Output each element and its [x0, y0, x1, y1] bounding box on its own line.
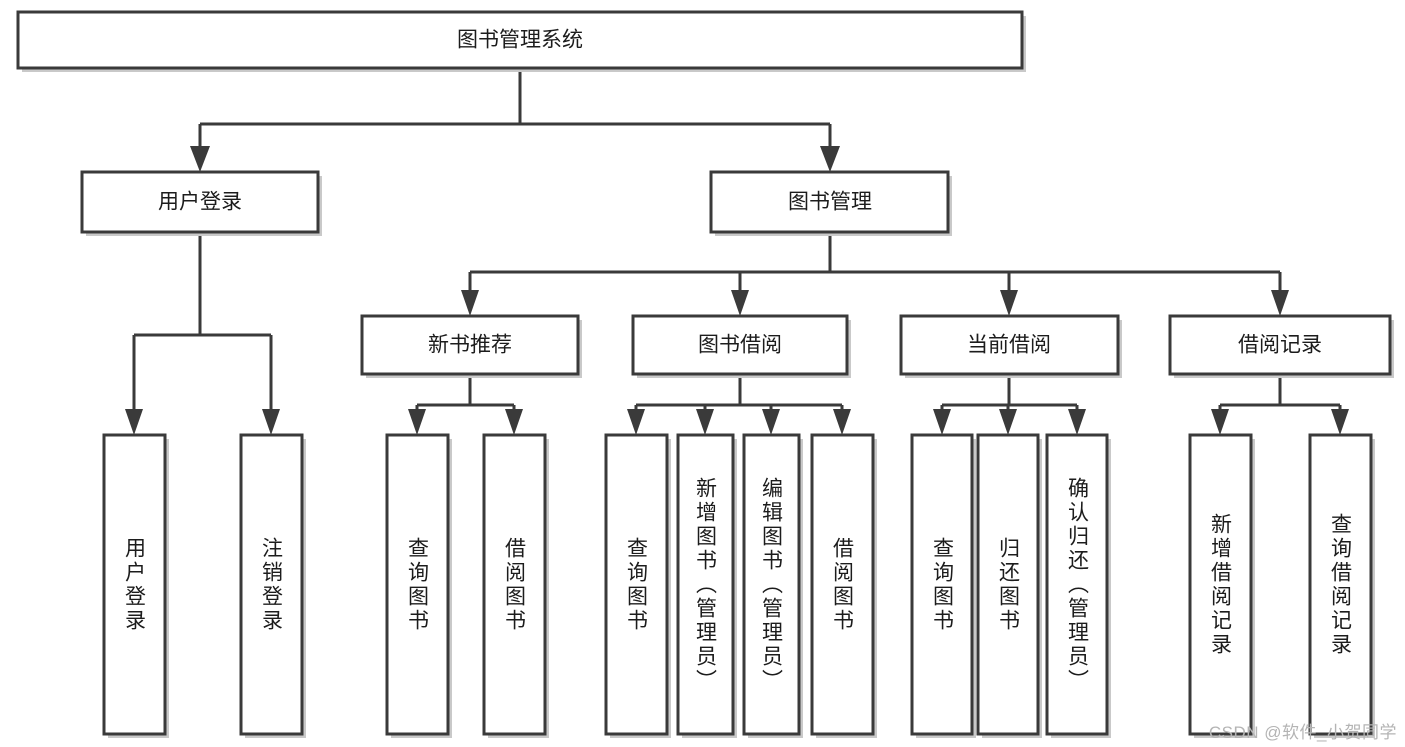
- node-book-borrow[interactable]: 图书借阅: [631, 314, 851, 378]
- node-book-management[interactable]: 图书管理: [709, 170, 952, 236]
- leaf-borrow-edit-book-admin-box[interactable]: [742, 433, 801, 736]
- leaf-record-add-record-label: 新增借阅记录: [1209, 513, 1233, 657]
- node-borrow-record-box[interactable]: [1168, 314, 1392, 376]
- leaf-current-return-book[interactable]: 归还图书: [976, 433, 1042, 738]
- node-root-label: 图书管理系统: [457, 29, 583, 52]
- leaf-borrow-lend-book-box[interactable]: [810, 433, 875, 736]
- arrow-head-borrow: [731, 290, 749, 316]
- node-root-box[interactable]: [16, 10, 1024, 70]
- arrow-head-record-add: [1211, 409, 1229, 435]
- arrow-head-current-confirm: [1068, 409, 1086, 435]
- node-root[interactable]: 图书管理系统: [16, 10, 1026, 72]
- leaf-record-add-record-box[interactable]: [1188, 433, 1253, 736]
- arrow-head-record: [1271, 290, 1289, 316]
- leaf-user-login-box[interactable]: [102, 433, 167, 736]
- csdn-watermark: CSDN @软件_小贺同学: [1208, 723, 1397, 742]
- arrow-head-current: [1000, 290, 1018, 316]
- leaf-borrow-query-book-label: 查询图书: [625, 537, 649, 633]
- leaf-user-login[interactable]: 用户登录: [102, 433, 169, 738]
- arrow-head-borrow-add: [696, 409, 714, 435]
- arrow-head-borrow-lend: [833, 409, 851, 435]
- leaf-borrow-add-book-admin-label: 新增图书（管理员）: [694, 477, 718, 693]
- node-user-login-label: 用户登录: [158, 191, 242, 214]
- leaf-current-return-book-label: 归还图书: [997, 537, 1021, 633]
- node-borrow-record-label: 借阅记录: [1238, 334, 1322, 357]
- connector-layer: [125, 68, 1349, 435]
- arrow-head-newbook-borrow: [505, 409, 523, 435]
- arrow-head-current-return: [999, 409, 1017, 435]
- node-book-management-box[interactable]: [709, 170, 950, 234]
- leaf-user-login-label: 用户登录: [123, 537, 147, 633]
- node-book-borrow-box[interactable]: [631, 314, 849, 376]
- leaf-newbook-borrow-book[interactable]: 借阅图书: [482, 433, 549, 738]
- leaf-borrow-query-book-box[interactable]: [604, 433, 669, 736]
- leaf-current-query-book-box[interactable]: [910, 433, 974, 736]
- leaf-newbook-query-book-box[interactable]: [385, 433, 450, 736]
- node-current-borrow[interactable]: 当前借阅: [899, 314, 1122, 378]
- arrow-head-borrow-query: [627, 409, 645, 435]
- arrow-head-record-query: [1331, 409, 1349, 435]
- leaf-current-query-book-label: 查询图书: [931, 537, 955, 633]
- node-new-book-recommend-label: 新书推荐: [428, 334, 512, 357]
- leaf-borrow-edit-book-admin[interactable]: 编辑图书（管理员）: [742, 433, 803, 738]
- node-current-borrow-label: 当前借阅: [967, 334, 1051, 357]
- leaf-record-query-record-label: 查询借阅记录: [1329, 513, 1353, 657]
- arrow-head-borrow-edit: [762, 409, 780, 435]
- leaf-borrow-add-book-admin-box[interactable]: [676, 433, 735, 736]
- leaf-current-confirm-return-admin[interactable]: 确认归还（管理员）: [1045, 433, 1111, 738]
- leaf-newbook-query-book[interactable]: 查询图书: [385, 433, 452, 738]
- node-book-management-label: 图书管理: [788, 191, 872, 214]
- leaf-current-return-book-box[interactable]: [976, 433, 1040, 736]
- leaf-user-logout-label: 注销登录: [260, 537, 284, 633]
- leaf-current-query-book[interactable]: 查询图书: [910, 433, 976, 738]
- leaf-borrow-lend-book-label: 借阅图书: [831, 537, 855, 633]
- leaf-user-logout-box[interactable]: [239, 433, 304, 736]
- node-current-borrow-box[interactable]: [899, 314, 1120, 376]
- leaf-newbook-query-book-label: 查询图书: [406, 537, 430, 633]
- node-new-book-recommend-box[interactable]: [360, 314, 580, 376]
- arrow-head-newbook-query: [408, 409, 426, 435]
- leaf-current-confirm-return-admin-box[interactable]: [1045, 433, 1109, 736]
- node-book-borrow-label: 图书借阅: [698, 334, 782, 357]
- leaf-current-confirm-return-admin-label: 确认归还（管理员）: [1066, 477, 1090, 693]
- node-user-login[interactable]: 用户登录: [80, 170, 322, 236]
- arrow-head-newbook: [461, 290, 479, 316]
- arrow-head-user-login: [125, 409, 143, 435]
- arrow-head-bookmgmt: [820, 146, 840, 172]
- node-borrow-record[interactable]: 借阅记录: [1168, 314, 1394, 378]
- leaf-borrow-edit-book-admin-label: 编辑图书（管理员）: [760, 477, 784, 693]
- leaf-user-logout[interactable]: 注销登录: [239, 433, 306, 738]
- leaf-record-query-record-box[interactable]: [1308, 433, 1373, 736]
- leaf-borrow-add-book-admin[interactable]: 新增图书（管理员）: [676, 433, 737, 738]
- node-user-login-box[interactable]: [80, 170, 320, 234]
- leaf-record-query-record[interactable]: 查询借阅记录: [1308, 433, 1375, 738]
- arrow-head-user-logout: [262, 409, 280, 435]
- leaf-borrow-query-book[interactable]: 查询图书: [604, 433, 671, 738]
- leaf-newbook-borrow-book-box[interactable]: [482, 433, 547, 736]
- leaf-borrow-lend-book[interactable]: 借阅图书: [810, 433, 877, 738]
- leaf-newbook-borrow-book-label: 借阅图书: [503, 537, 527, 633]
- node-new-book-recommend[interactable]: 新书推荐: [360, 314, 582, 378]
- arrow-head-login: [190, 146, 210, 172]
- leaf-record-add-record[interactable]: 新增借阅记录: [1188, 433, 1255, 738]
- arrow-head-current-query: [933, 409, 951, 435]
